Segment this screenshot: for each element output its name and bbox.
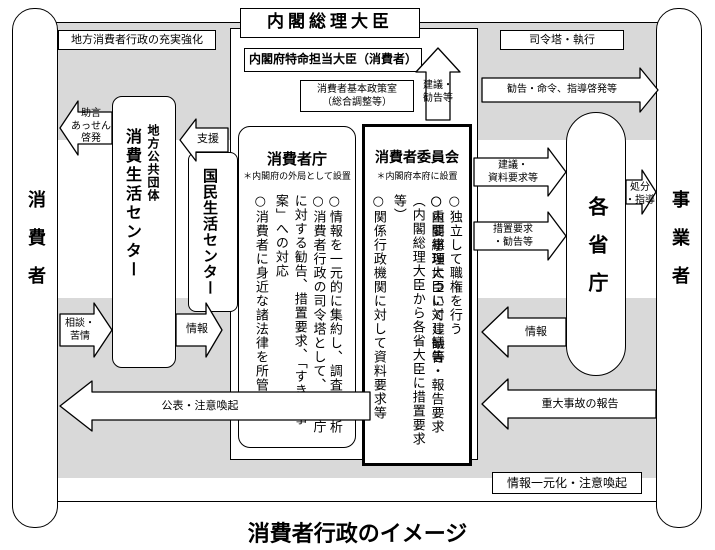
label-shobun: 処分 ・指導	[625, 182, 655, 206]
committee-item-3: ○内閣総理大臣に対し勧告・報告要求（内閣総理大臣から各省大臣に措置要求等）	[390, 194, 444, 446]
arrow-consult	[59, 302, 113, 358]
consumer-committee-box	[362, 124, 472, 466]
arrow-accident	[481, 378, 657, 430]
arrow-info-right	[481, 306, 567, 358]
label-public-notice: 公表・注意喚起	[161, 399, 239, 412]
label-info-left: 情報	[186, 322, 208, 335]
policy-office-box: 消費者基本政策室 （総合調整等）	[300, 80, 414, 112]
label-accident: 重大事故の報告	[541, 397, 619, 410]
committee-title: 消費者委員会	[375, 150, 459, 166]
arrow-kengi-shiryo	[473, 147, 567, 197]
label-info-right: 情報	[525, 325, 547, 338]
label-consult: 相談・ 苦情	[65, 318, 95, 342]
corner-label-command: 司令塔・執行	[500, 30, 624, 50]
label-kengi-up: 建議・ 勧告等	[423, 80, 453, 104]
arrow-support	[179, 118, 229, 162]
arrow-sochi	[473, 211, 567, 261]
consumer-pillar	[12, 8, 58, 528]
corner-label-info: 情報一元化・注意喚起	[492, 472, 642, 494]
label-sochi: 措置要求 ・勧告等	[493, 224, 533, 248]
agency-item-2: ○消費者行政の司令塔として、各省庁に対する勧告、措置要求、「すき間事案」への対応	[272, 194, 326, 434]
label-advice: 助言 あっせん 啓発	[71, 108, 111, 144]
label-kengi-shiryo: 建議・ 資料要求等	[488, 160, 538, 184]
diagram-caption: 消費者行政のイメージ	[247, 522, 468, 547]
minister-box: 内閣府特命担当大臣（消費者）	[244, 48, 422, 72]
arrow-public-notice	[59, 380, 371, 432]
agency-item-1: ○情報を一元的に集約し、調査・分析	[326, 194, 342, 434]
ministries-box	[566, 112, 626, 376]
arrow-kengi-up	[415, 47, 461, 121]
agency-subtitle: ＊内閣府の外局として設置	[243, 172, 351, 182]
agency-item-3: ○消費者に身近な諸法律を所管	[252, 194, 268, 392]
consumer-label: 消費者	[25, 190, 46, 304]
committee-item-2: ○重要事項について建議等	[428, 194, 444, 364]
national-center-label: 国民生活センター	[201, 168, 219, 296]
local-gov-line1: 地方公共団体	[146, 124, 160, 202]
business-label: 事業者	[669, 190, 690, 304]
business-pillar	[656, 8, 702, 528]
label-kankoku-top: 勧告・命令、指導啓発等	[507, 84, 617, 95]
committee-subtitle: ＊内閣府本府に設置	[376, 172, 458, 182]
arrow-shobun	[625, 169, 657, 215]
label-support: 支援	[197, 132, 219, 145]
national-center-box	[188, 152, 238, 312]
committee-item-4: ○関係行政機関に対して資料要求等	[370, 194, 386, 420]
arrow-advice	[59, 100, 113, 156]
local-gov-box	[112, 96, 176, 368]
arrow-info-left	[175, 302, 223, 358]
ministries-label: 各省庁	[585, 196, 609, 310]
committee-item-1: ○独立して職権を行う	[446, 194, 462, 336]
agency-title: 消費者庁	[266, 150, 327, 168]
local-gov-line2: 消費生活センター	[123, 128, 142, 280]
prime-minister-box: 内閣総理大臣	[240, 8, 420, 38]
corner-label-local: 地方消費者行政の充実強化	[58, 30, 216, 50]
arrow-kankoku-top	[481, 67, 659, 113]
